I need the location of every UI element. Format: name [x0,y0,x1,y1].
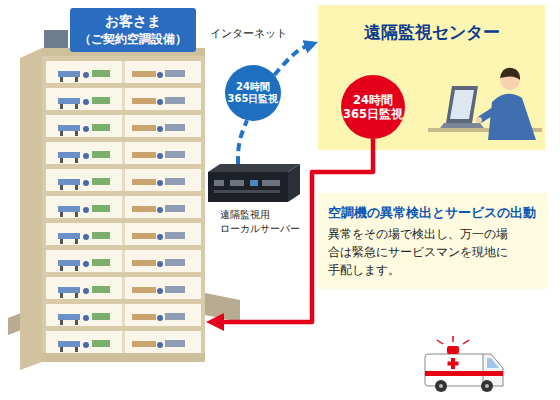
building-node: お客さま（ご契約空調設備） [20,8,206,368]
monitor-text: 24時間 365日監視 [225,81,281,106]
ambulance-icon [425,336,503,392]
circle-fill [341,75,405,139]
server-caption: 遠隔監視用 ローカルサーバー [220,208,306,235]
internet-link [274,44,311,75]
monitor-circle: 24時間 365日監視 [341,75,405,139]
internet-link [238,120,247,164]
monitor-circle: 24時間 365日監視 [225,65,281,121]
callout-body: 異常をその場で検出し、万一の場 合は緊急にサービスマンを現地に 手配します。 [328,225,538,279]
customer-title: お客さま [79,12,187,31]
callout-heading: 空調機の異常検出とサービスの出動 [328,204,536,222]
network-label: インターネット [210,26,287,41]
customer-subtitle: （ご契約空調設備） [79,31,187,47]
monitor-text: 24時間 365日監視 [341,93,405,122]
operator-illustration [428,68,542,140]
monitoring-center-panel [318,5,545,150]
center-title: 遠隔監視センター [318,5,545,44]
callout-box: 空調機の異常検出とサービスの出動異常をその場で検出し、万一の場 合は緊急にサービ… [318,193,548,289]
circle-fill [225,65,281,121]
label-panel: お客さま（ご契約空調設備） [70,8,196,52]
server-node: 遠隔監視用 ローカルサーバー [208,164,306,235]
building-illustration [8,30,240,370]
center-box: 遠隔監視センター 24時間 365日監視 [318,5,545,150]
server-device [208,164,300,202]
